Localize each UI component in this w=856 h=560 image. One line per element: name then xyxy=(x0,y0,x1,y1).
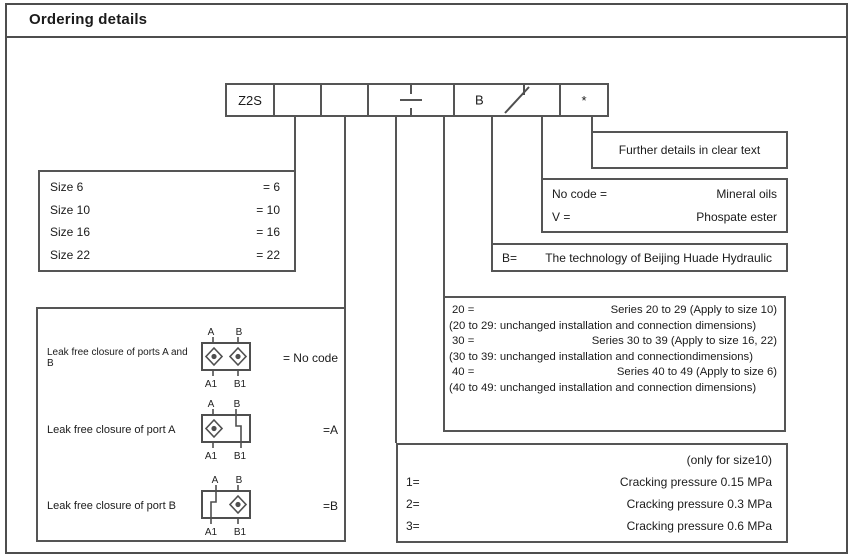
fluid-label: Mineral oils xyxy=(716,187,777,202)
svg-text:B1: B1 xyxy=(234,451,247,462)
check-valve-b-symbol: A B A1 B1 xyxy=(201,475,251,538)
dash-symbol xyxy=(400,99,422,101)
series-code: 20 = xyxy=(452,304,475,316)
dash-tick-bottom xyxy=(410,108,412,115)
size-label: Size 22 xyxy=(50,247,91,262)
pressure-row: 3= Cracking pressure 0.6 MPa xyxy=(398,519,786,533)
ordering-code-row: Z2S B * xyxy=(225,83,609,117)
connector-fluid xyxy=(541,116,543,178)
series-code: 40 = xyxy=(452,366,475,379)
page-border xyxy=(5,3,848,554)
closure-label: Leak free closure of port A xyxy=(47,423,176,436)
check-valve-a-symbol: A B A1 B1 xyxy=(201,399,251,462)
svg-text:A1: A1 xyxy=(205,379,218,390)
code-cell-size xyxy=(273,85,320,115)
connector-tech xyxy=(491,116,493,243)
svg-text:B: B xyxy=(234,399,241,410)
pressure-code: 3= xyxy=(406,519,420,533)
pressure-code: 2= xyxy=(406,497,420,511)
size-label: Size 10 xyxy=(50,202,91,217)
series-label: Series 40 to 49 (Apply to size 6) xyxy=(616,366,777,379)
svg-text:B1: B1 xyxy=(234,379,247,390)
connector-pressure xyxy=(395,116,397,443)
size-row: Size 10 = 10 xyxy=(40,203,294,217)
closure-box: Leak free closure of ports A and B A B A… xyxy=(36,307,346,542)
series-note: (40 to 49: unchanged installation and co… xyxy=(449,381,757,394)
fluid-label: Phospate ester xyxy=(696,209,777,224)
star-code: * xyxy=(581,92,587,108)
connector-size xyxy=(294,116,296,170)
connector-further xyxy=(591,116,593,131)
model-code: Z2S xyxy=(238,92,262,108)
svg-text:A: A xyxy=(212,475,219,486)
svg-text:A1: A1 xyxy=(205,527,218,538)
check-valves-ab-symbol: A B A1 B1 xyxy=(201,327,251,390)
svg-text:B: B xyxy=(236,475,243,486)
connector-closure xyxy=(344,116,346,307)
pressure-row: 2= Cracking pressure 0.3 MPa xyxy=(398,497,786,511)
size-label: Size 16 xyxy=(50,225,91,240)
size-code: = 16 xyxy=(256,225,280,240)
pressure-label: Cracking pressure 0.15 MPa xyxy=(619,475,772,489)
closure-code: =A xyxy=(322,423,338,437)
pressure-code: 1= xyxy=(406,475,420,489)
svg-text:B: B xyxy=(236,327,243,338)
closure-row-ab: Leak free closure of ports A and B A B A… xyxy=(38,323,344,393)
code-cell-closure xyxy=(320,85,367,115)
size-row: Size 16 = 16 xyxy=(40,225,294,239)
size-code: = 22 xyxy=(256,247,280,262)
code-cell-tech: B xyxy=(453,85,559,115)
size-code: = 6 xyxy=(262,180,280,195)
series-note: (20 to 29: unchanged installation and co… xyxy=(449,319,757,332)
pressure-box: (only for size10) 1= Cracking pressure 0… xyxy=(396,443,788,543)
fluid-box: No code = Mineral oils V = Phospate este… xyxy=(541,178,788,233)
series-box: 20 = Series 20 to 29 (Apply to size 10) … xyxy=(443,296,786,432)
closure-code: =B xyxy=(322,499,338,513)
series-note: (30 to 39: unchanged installation and co… xyxy=(449,350,753,363)
fluid-code: V = xyxy=(552,209,571,224)
further-details-text: Further details in clear text xyxy=(618,143,761,157)
tech-code-letter: B xyxy=(475,92,484,108)
closure-code: = No code xyxy=(282,351,338,365)
series-code: 30 = xyxy=(452,335,475,348)
closure-label: Leak free closure of ports A and B xyxy=(47,347,188,369)
svg-text:B1: B1 xyxy=(234,527,247,538)
technology-box: B= The technology of Beijing Huade Hydra… xyxy=(491,243,788,272)
further-details-box: Further details in clear text xyxy=(591,131,788,169)
closure-row-a: Leak free closure of port A A B A1 B1 =A xyxy=(38,395,344,465)
svg-text:A1: A1 xyxy=(205,451,218,462)
series-label: Series 20 to 29 (Apply to size 10) xyxy=(610,304,777,316)
connector-series xyxy=(443,116,445,296)
fluid-row: No code = Mineral oils xyxy=(543,187,786,201)
tech-label: The technology of Beijing Huade Hydrauli… xyxy=(545,250,772,265)
code-cell-model: Z2S xyxy=(227,85,273,115)
slash-icon xyxy=(504,85,530,114)
code-cell-series xyxy=(367,85,453,115)
svg-text:A: A xyxy=(208,399,215,410)
pressure-label: Cracking pressure 0.3 MPa xyxy=(626,497,772,511)
pressure-note: (only for size10) xyxy=(686,453,772,467)
closure-row-b: Leak free closure of port B A B A1 B1 =B xyxy=(38,471,344,541)
code-cell-star: * xyxy=(559,85,607,115)
closure-label: Leak free closure of port B xyxy=(47,499,177,512)
tech-code: B= xyxy=(502,250,518,265)
svg-text:A: A xyxy=(208,327,215,338)
dash-tick-top xyxy=(410,85,412,94)
pressure-row: 1= Cracking pressure 0.15 MPa xyxy=(398,475,786,489)
fluid-code: No code = xyxy=(552,187,608,202)
title-bar: Ordering details xyxy=(5,3,848,38)
size-row: Size 22 = 22 xyxy=(40,248,294,262)
page-title: Ordering details xyxy=(29,11,148,28)
size-row: Size 6 = 6 xyxy=(40,180,294,194)
series-row: 30 = Series 30 to 39 (Apply to size 16, … xyxy=(449,334,780,350)
pressure-label: Cracking pressure 0.6 MPa xyxy=(626,519,772,533)
series-row: 20 = Series 20 to 29 (Apply to size 10) xyxy=(449,303,780,319)
fluid-row: V = Phospate ester xyxy=(543,210,786,224)
size-code: = 10 xyxy=(256,202,280,217)
size-label: Size 6 xyxy=(50,180,84,195)
series-row: 40 = Series 40 to 49 (Apply to size 6) xyxy=(449,365,780,381)
series-label: Series 30 to 39 (Apply to size 16, 22) xyxy=(591,335,777,348)
size-box: Size 6 = 6 Size 10 = 10 Size 16 = 16 Siz… xyxy=(38,170,296,272)
